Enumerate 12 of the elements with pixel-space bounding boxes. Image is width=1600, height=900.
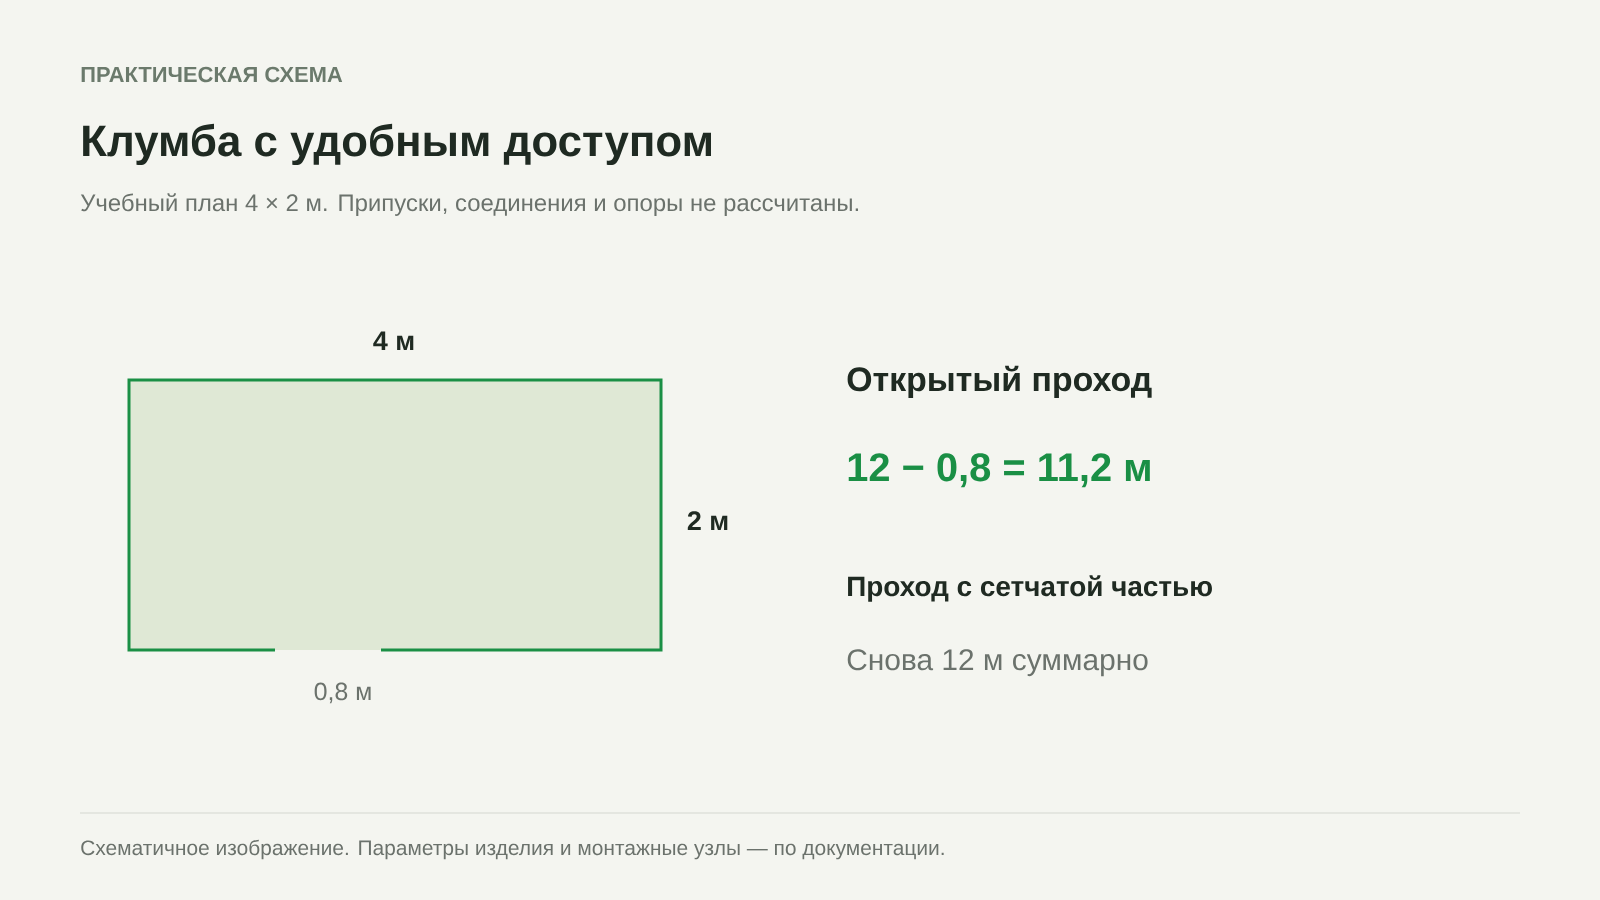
- section-heading: Проход с сетчатой частью: [848, 575, 1212, 602]
- footnote: Схематичное изображение. Параметры изделия и монтажные узлы — по документации.: [81, 839, 944, 860]
- dimension-label: 2 м: [687, 511, 728, 530]
- section-heading: Открытый проход: [847, 365, 1152, 399]
- kicker: ПРАКТИЧЕСКАЯ СХЕМА: [81, 66, 343, 83]
- note: Снова 12 м суммарно: [847, 649, 1148, 677]
- formula: 12 − 0,8 = 11,2 м: [848, 453, 1150, 488]
- title: Клумба с удобным доступом: [83, 123, 711, 166]
- flower-bed: [127, 378, 663, 652]
- subtitle: Учебный план 4 × 2 м. Припуски, соединения и опоры не рассчитаны.: [80, 193, 858, 216]
- dimension-label: 0,8 м: [314, 682, 371, 704]
- dimension-label: 4 м: [373, 331, 414, 350]
